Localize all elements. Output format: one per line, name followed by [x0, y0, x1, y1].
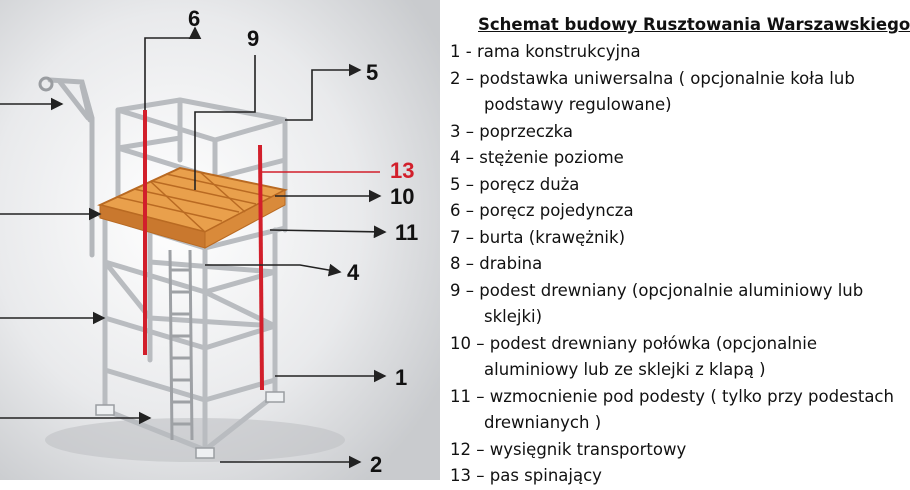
callout-4: 4 — [347, 260, 360, 285]
legend-item-text: 13 – pas spinający — [450, 466, 602, 485]
callout-9: 9 — [247, 26, 259, 51]
legend-item-12: 12 – wysięgnik transportowy — [450, 437, 880, 464]
legend: Schemat budowy Rusztowania Warszawskiego… — [450, 14, 910, 490]
base-plates — [95, 391, 285, 459]
callout-6: 6 — [188, 6, 200, 31]
legend-item-text: 11 – wzmocnienie pod podesty ( tylko prz… — [450, 386, 894, 406]
legend-item-text: 6 – poręcz pojedyncza — [450, 201, 634, 220]
callout-1: 1 — [395, 365, 407, 390]
legend-item-text: 10 – podest drewniany połówka (opcjonaln… — [450, 333, 817, 353]
callout-2: 2 — [370, 452, 382, 477]
transport-boom — [47, 77, 95, 258]
legend-list: 1 - rama konstrukcyjna 2 – podstawka uni… — [450, 39, 894, 490]
legend-item-continuation: aluminiowy lub ze sklejki z klapą ) — [484, 360, 766, 379]
boom-pulley — [38, 76, 54, 92]
callout-leaders — [0, 26, 387, 469]
legend-item-7: 7 – burta (krawężnik) — [450, 225, 880, 252]
legend-item-text: 2 – podstawka uniwersalna ( opcjonalnie … — [450, 68, 855, 88]
legend-item-11: 11 – wzmocnienie pod podesty ( tylko prz… — [450, 384, 894, 437]
callout-5: 5 — [366, 60, 378, 85]
legend-item-text: 12 – wysięgnik transportowy — [450, 439, 687, 459]
legend-item-text: 9 – podest drewniany (opcjonalnie alumin… — [450, 280, 864, 300]
legend-item-2: 2 – podstawka uniwersalna ( opcjonalnie … — [450, 66, 880, 119]
legend-item-text: 1 - rama konstrukcyjna — [450, 42, 641, 61]
legend-item-4: 4 – stężenie poziome — [450, 145, 880, 172]
legend-item-text: 4 – stężenie poziome — [450, 148, 624, 167]
legend-item-continuation: podstawy regulowane) — [484, 95, 672, 114]
legend-item-8: 8 – drabina — [450, 251, 880, 278]
legend-item-10: 10 – podest drewniany połówka (opcjonaln… — [450, 331, 880, 384]
red-tension-straps — [143, 110, 264, 391]
legend-item-continuation: sklejki) — [484, 307, 543, 326]
legend-title: Schemat budowy Rusztowania Warszawskiego — [478, 15, 910, 34]
ground-shadow — [45, 418, 345, 462]
legend-item-6: 6 – poręcz pojedyncza — [450, 198, 880, 225]
callout-13: 13 — [390, 158, 414, 183]
callout-10: 10 — [390, 184, 414, 209]
legend-item-continuation: drewnianych ) — [484, 413, 602, 432]
legend-item-13: 13 – pas spinający — [450, 463, 880, 490]
legend-item-text: 8 – drabina — [450, 254, 543, 273]
legend-item-3: 3 – poprzeczka — [450, 119, 880, 146]
legend-item-1: 1 - rama konstrukcyjna — [450, 39, 880, 66]
legend-item-text: 3 – poprzeczka — [450, 121, 573, 141]
ladder — [168, 249, 194, 441]
callout-11: 11 — [395, 220, 418, 245]
legend-item-9: 9 – podest drewniany (opcjonalnie alumin… — [450, 278, 880, 331]
scaffold-diagram: 6 9 5 13 10 11 4 1 2 — [0, 0, 440, 480]
legend-item-text: 5 – poręcz duża — [450, 174, 580, 194]
legend-item-text: 7 – burta (krawężnik) — [450, 227, 626, 247]
legend-item-5: 5 – poręcz duża — [450, 172, 880, 199]
